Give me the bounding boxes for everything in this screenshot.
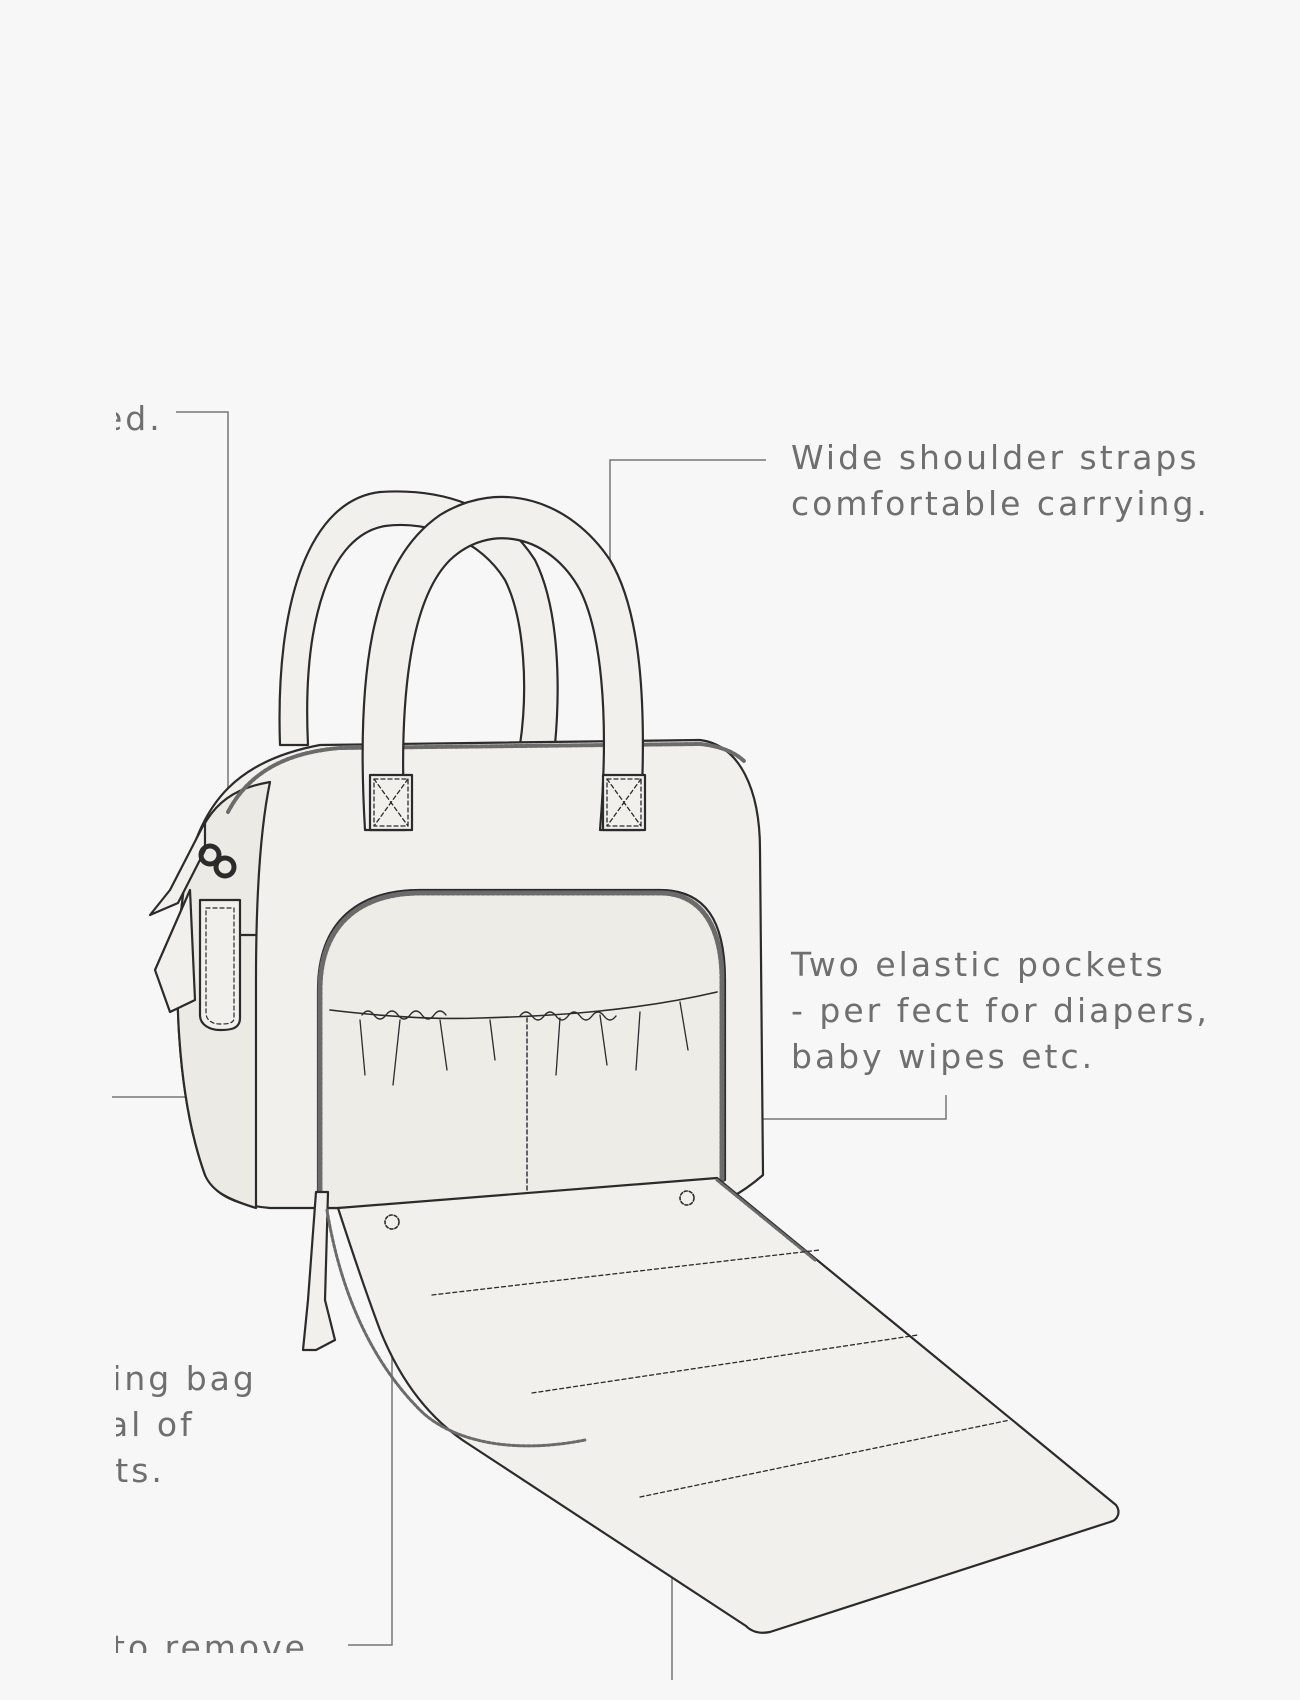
key-ring	[198, 843, 222, 867]
elastic-ruffle	[361, 1010, 617, 1021]
annotation-remove: to remove	[116, 1625, 316, 1653]
key-fob	[198, 898, 242, 1032]
annotation-topleft: ed.	[116, 396, 176, 442]
front-pocket	[316, 888, 727, 1210]
annotation-bag-line-3: ets.	[116, 1451, 165, 1490]
annotation-straps: Wide shoulder straps comfortable carryin…	[791, 435, 1210, 527]
annotation-pockets: Two elastic pockets - per fect for diape…	[791, 942, 1210, 1080]
changing-mat	[336, 1176, 1120, 1634]
key-fob-stitch	[205, 907, 235, 1025]
elastic-pocket	[329, 991, 718, 1020]
leader-line-topleft	[176, 411, 229, 880]
front-pocket-zipper	[317, 890, 725, 1208]
leader-line-straps	[609, 459, 766, 620]
annotation-pockets-line-3: baby wipes etc.	[791, 1037, 1096, 1076]
annotation-bag-line-2: tal of	[116, 1405, 195, 1444]
mat-snap-left	[384, 1214, 400, 1230]
annotation-bag-line-1: sing bag	[116, 1359, 257, 1398]
annotation-straps-line-1: Wide shoulder straps	[791, 438, 1200, 477]
mat-zipper	[325, 1178, 817, 1448]
top-zipper	[226, 742, 747, 814]
annotation-pockets-line-2: - per fect for diapers,	[791, 991, 1210, 1030]
annotation-topleft-line-1: ed.	[116, 399, 163, 438]
annotation-remove-line-1: to remove	[116, 1628, 308, 1653]
pocket-gathers	[359, 1001, 689, 1086]
zipper-pull-front	[301, 1190, 337, 1352]
tab-stitching	[373, 778, 642, 827]
annotation-straps-line-2: comfortable carrying.	[791, 484, 1210, 523]
key-ring-2	[213, 855, 237, 879]
mat-snap-right	[679, 1190, 695, 1206]
annotation-bag: sing bag tal of ets.	[116, 1356, 276, 1494]
mat-fold-lines	[431, 1249, 1011, 1498]
annotation-pockets-line-1: Two elastic pockets	[791, 945, 1166, 984]
zipper-pull-side-2	[153, 888, 197, 1014]
bag-drawing	[148, 490, 1120, 1634]
